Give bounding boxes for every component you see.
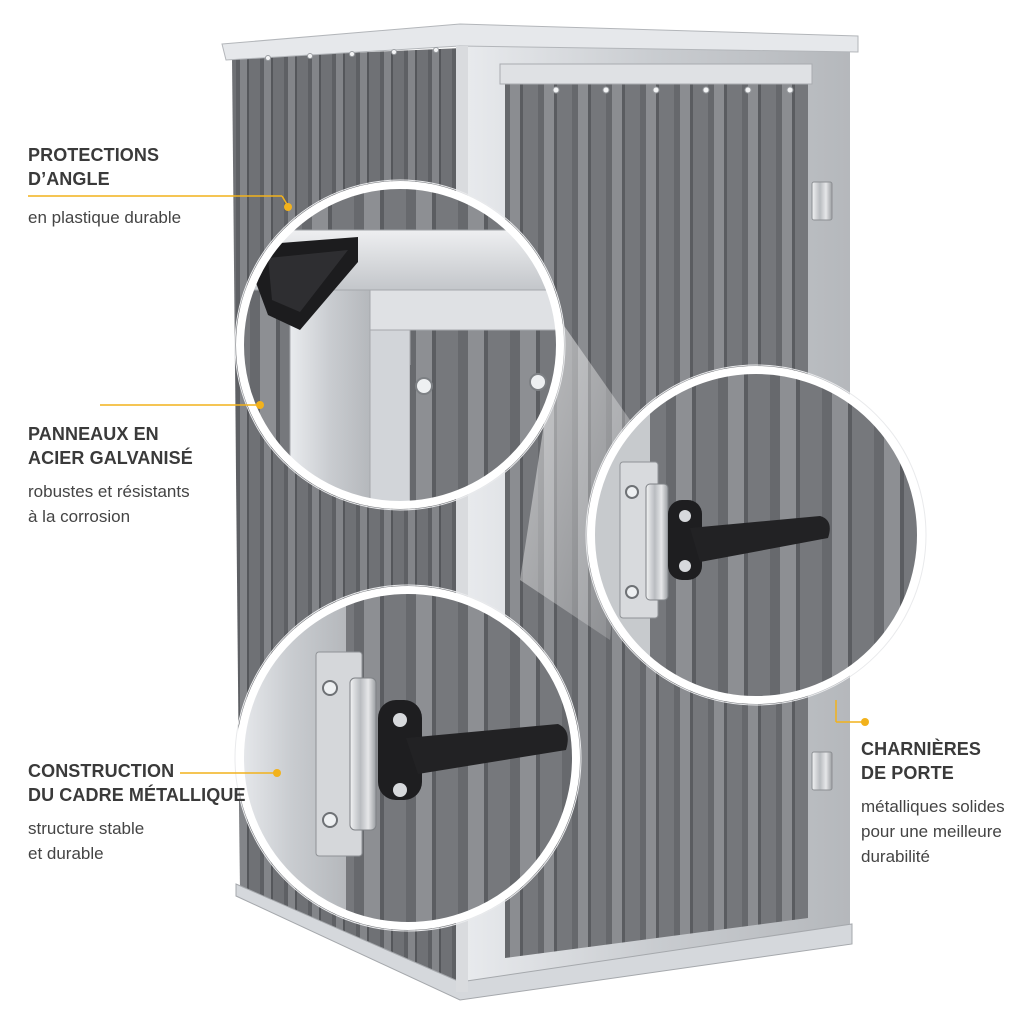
frame-hinge-bottom	[811, 751, 833, 791]
leader-lines	[28, 195, 869, 777]
callout-corner-protection: PROTECTIONS D’ANGLE en plastique durable	[28, 143, 181, 230]
callout-metal-frame: CONSTRUCTION DU CADRE MÉTALLIQUE structu…	[28, 759, 246, 866]
callout-description: en plastique durable	[28, 208, 182, 227]
shed-roof	[221, 23, 859, 61]
door-handle-icon	[690, 516, 830, 562]
callout-title: CONSTRUCTION DU CADRE MÉTALLIQUE	[28, 761, 246, 805]
callout-description: structure stable et durable	[28, 819, 145, 863]
frame-hinge-top	[811, 181, 833, 221]
zoom-door-handle	[591, 370, 921, 700]
callout-title: PANNEAUX EN ACIER GALVANISÉ	[28, 424, 193, 468]
door-top-trim	[499, 63, 813, 85]
callout-title: CHARNIÈRES DE PORTE	[861, 739, 982, 783]
callout-door-hinges: CHARNIÈRES DE PORTE métalliques solides …	[861, 737, 1005, 869]
callout-description: métalliques solides pour une meilleure d…	[861, 797, 1005, 866]
callout-description: robustes et résistants à la corrosion	[28, 482, 190, 526]
callout-galvanized-panels: PANNEAUX EN ACIER GALVANISÉ robustes et …	[28, 422, 193, 529]
door-hinge-icon	[406, 724, 568, 774]
zoom-frame-hinge	[240, 590, 576, 926]
callout-title: PROTECTIONS D’ANGLE	[28, 145, 160, 189]
